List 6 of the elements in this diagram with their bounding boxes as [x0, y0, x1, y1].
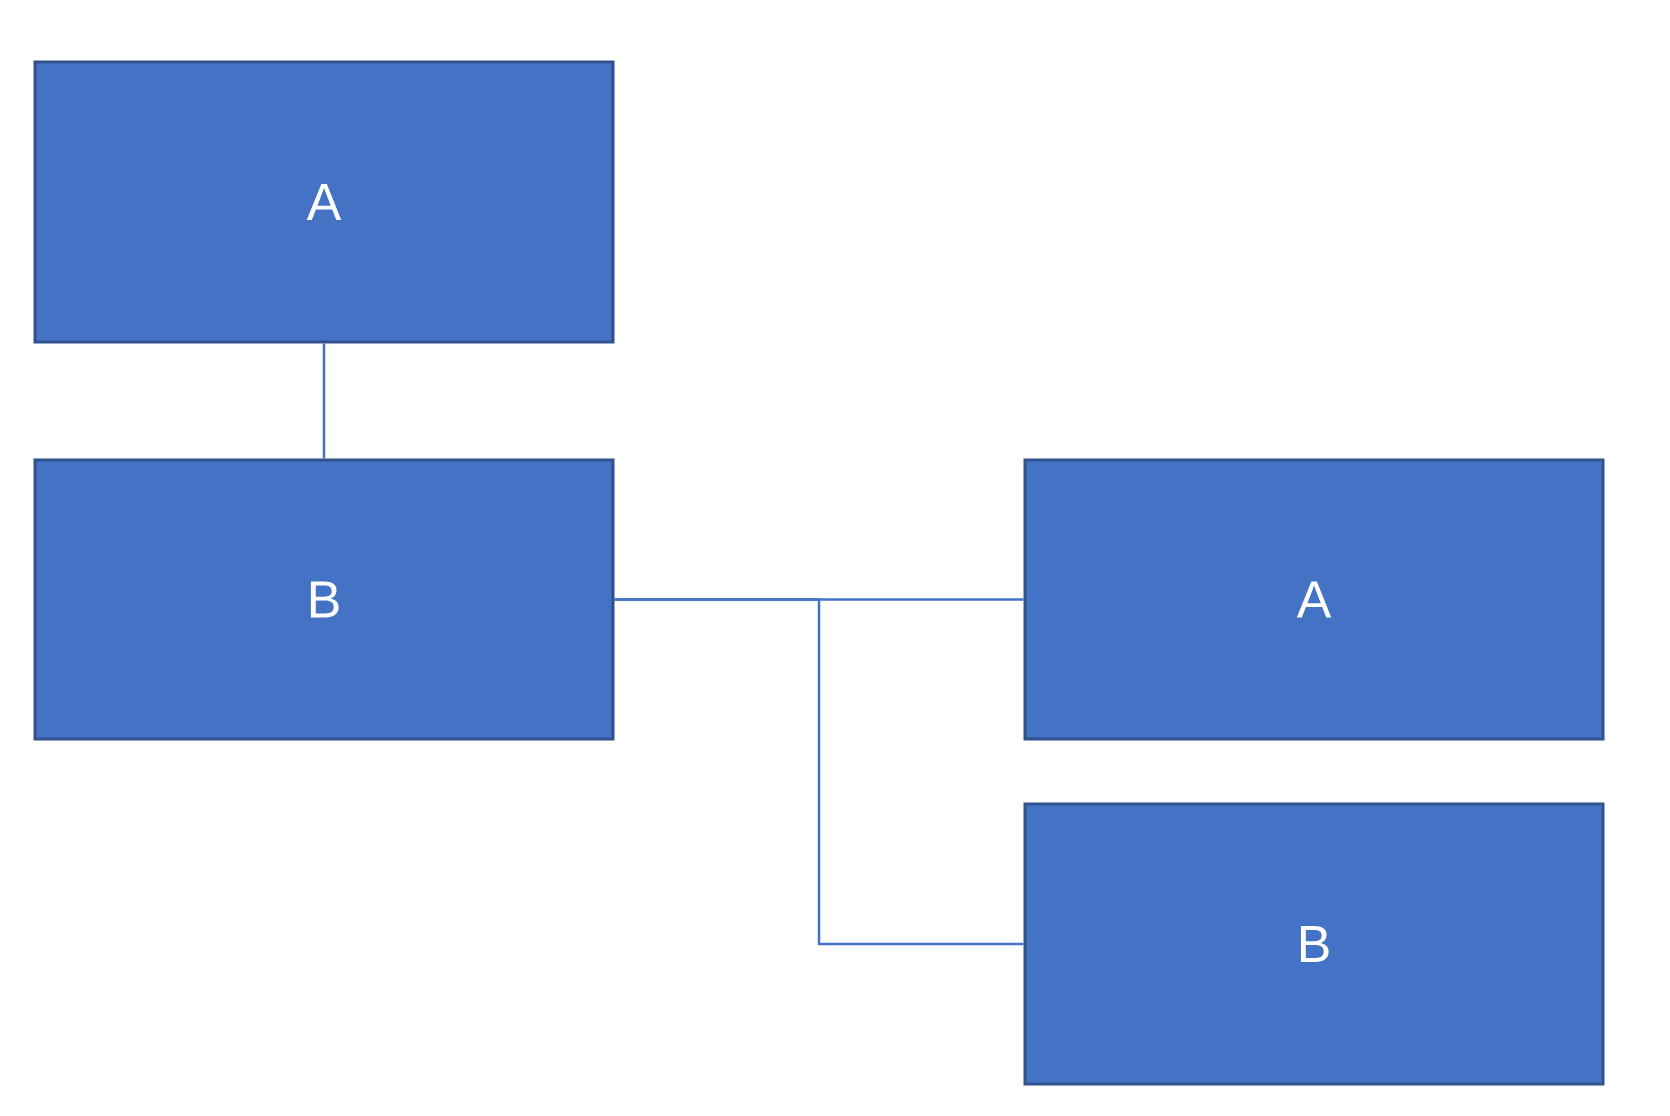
process-box: B [33, 458, 615, 741]
process-box: A [33, 60, 615, 344]
process-box: B [1023, 802, 1605, 1086]
process-box: A [1023, 458, 1605, 741]
connector-line [322, 343, 326, 459]
connector-line [614, 598, 1024, 946]
